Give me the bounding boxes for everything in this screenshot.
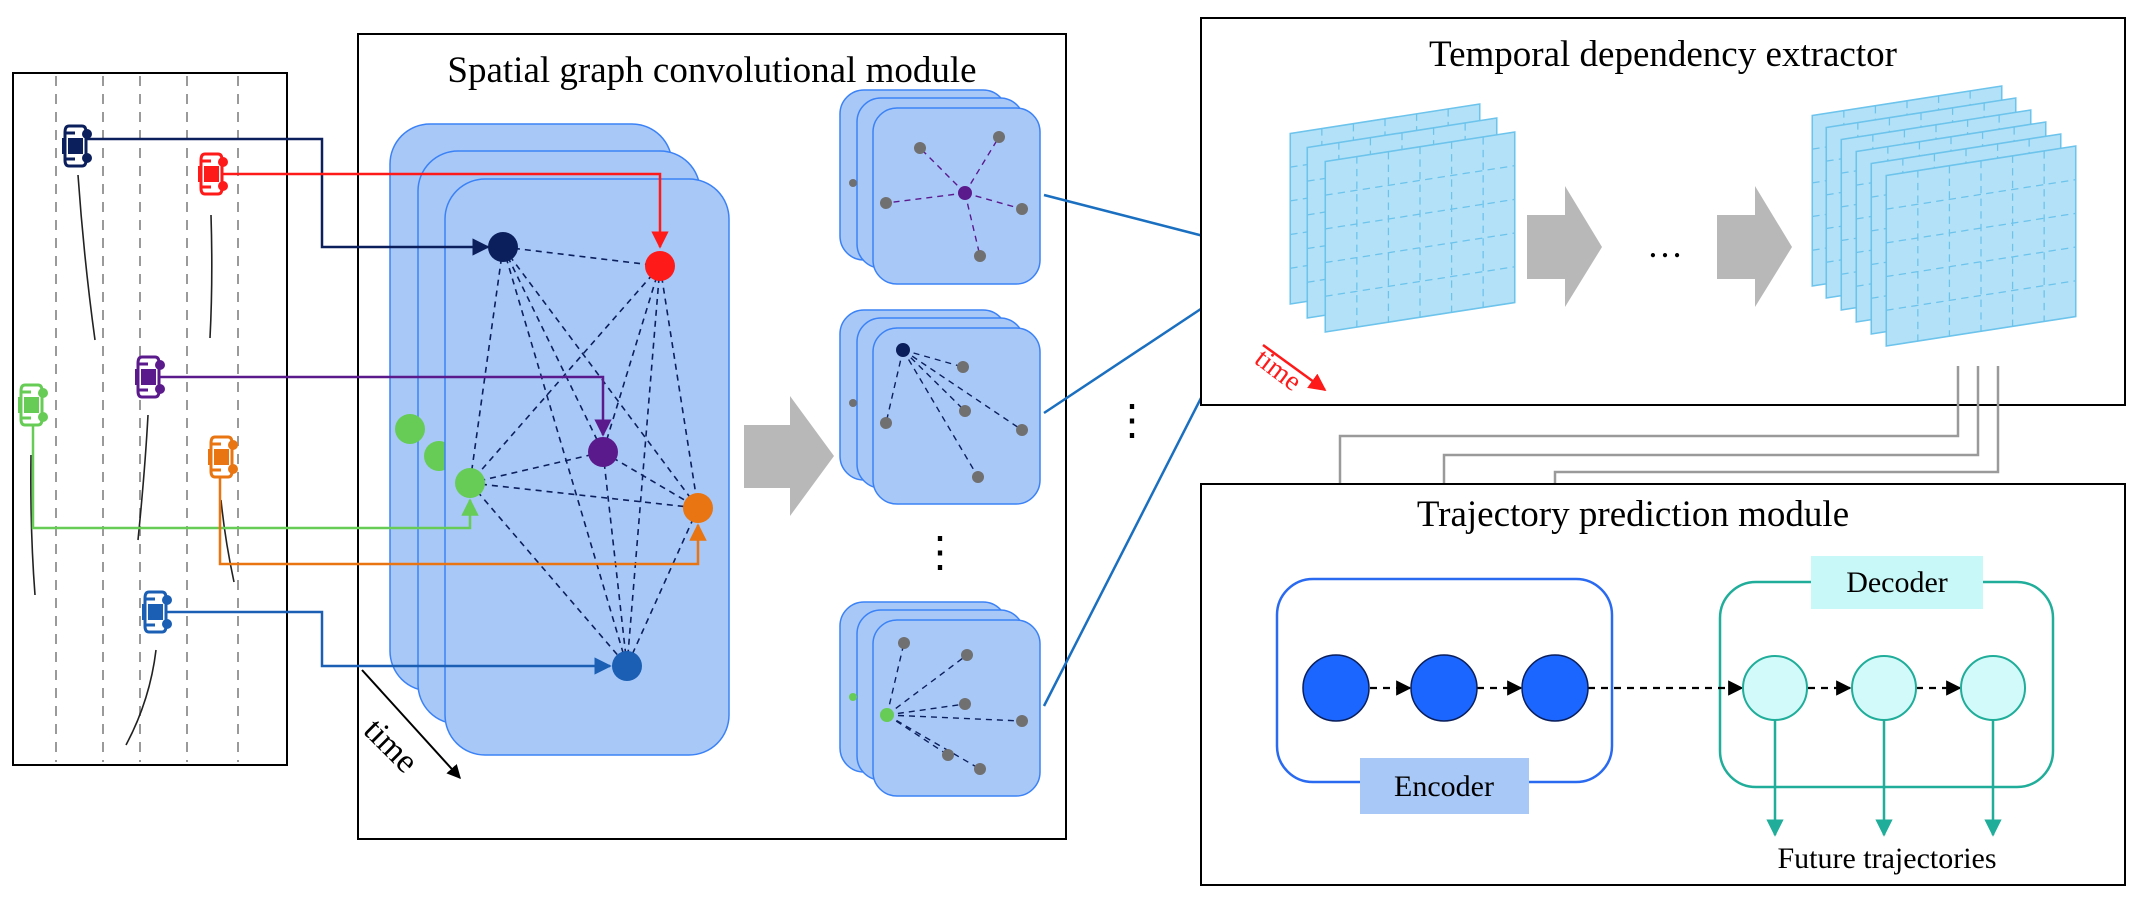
encoder-label-box [1360,758,1529,814]
decoder-node-1 [1742,655,1808,721]
graph-stack [31,123,730,756]
car-icon-orange [208,435,240,479]
trajectory-module-title: Trajectory prediction module [1417,494,1849,535]
vehicle-to-node-arrows [31,137,707,675]
arrow-purple [156,375,612,437]
decoder-node-2 [1851,655,1917,721]
block-arrow-spatial [744,396,834,516]
block-arrow-temporal-1 [1527,186,1602,307]
future-trajectories-label: Future trajectories [1777,842,1996,875]
car-icon-green [18,383,50,427]
decoder-output-arrows [1766,720,2002,837]
lane-markings [55,76,239,762]
graph-panel-front [444,178,730,756]
ellipsis-vertical-spatial: ⋮ [919,530,961,576]
ellipsis-vertical-connectors: ⋮ [1111,398,1153,444]
road-frame [12,72,288,766]
encoder-node-3 [1521,654,1589,722]
small-graph-stack-3 [839,601,1041,797]
arrow-red [220,172,669,249]
spatial-module-title: Spatial graph convolutional module [447,50,976,91]
car-icon-red [198,152,230,196]
encoder-label: Encoder [1394,770,1494,803]
node-purple [588,437,618,467]
spatial-module: Spatial graph convolutional module [31,33,1067,840]
small-graph-stack-2 [839,309,1041,505]
encoder-node-2 [1410,654,1478,722]
temporal-module-title: Temporal dependency extractor [1429,34,1897,75]
graph-edges [469,246,699,667]
graph-nodes [455,232,713,681]
trajectory-module: Trajectory prediction module Encoder Dec… [1200,483,2126,886]
node-blue [612,651,642,681]
feature-map-stack-input [1289,103,1516,333]
arrow-green [31,405,479,530]
decoder-nodes [1742,655,2026,721]
arrow-blue [160,610,612,675]
car-icon-purple [135,355,167,399]
node-green [455,468,485,498]
node-orange [683,493,713,523]
block-arrow-temporal-2 [1717,186,1792,307]
small-graph-stack-1 [839,89,1041,285]
node-navy [488,232,518,262]
car-icon-navy [62,124,94,168]
temporal-module: Temporal dependency extractor time … [1200,17,2126,406]
encoder-nodes [1302,654,1589,722]
road-scene [12,72,288,766]
temporal-ellipsis: … [1647,225,1683,265]
decoder-label-box [1811,556,1983,609]
vehicle-trails [30,174,235,746]
feature-map-stack-output [1811,85,2077,347]
arrow-navy [84,137,490,256]
decoder-label: Decoder [1846,566,1948,599]
arrow-orange [218,473,707,566]
decoder-node-3 [1960,655,2026,721]
car-icon-blue [142,590,174,634]
encoder-node-1 [1302,654,1370,722]
node-red [645,251,675,281]
